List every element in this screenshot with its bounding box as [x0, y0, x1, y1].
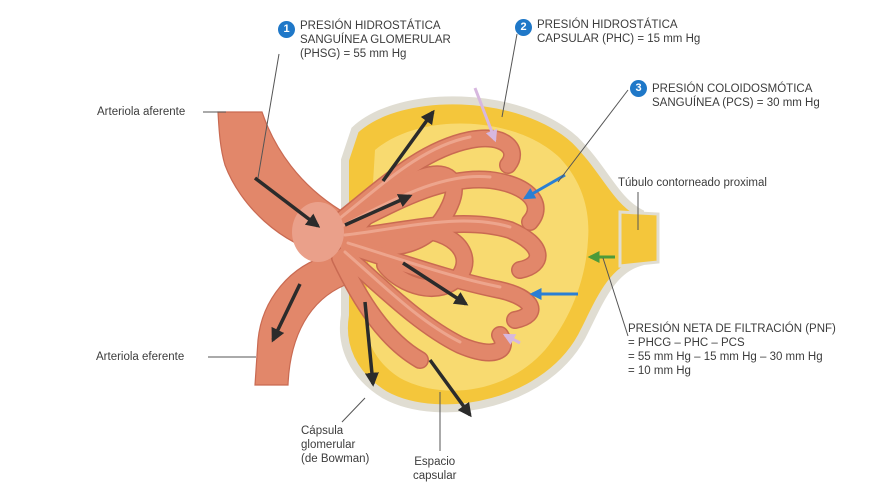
proximal-tubule-label: Túbulo contorneado proximal — [618, 176, 767, 190]
pcs-label: PRESIÓN COLOIDOSMÓTICA SANGUÍNEA (PCS) =… — [652, 82, 820, 110]
capsular-space-label: Espacio capsular — [413, 455, 456, 483]
bowman-capsule-label: Cápsula glomerular (de Bowman) — [301, 424, 369, 466]
efferent-arteriole-label: Arteriola eferente — [96, 350, 184, 364]
proximal-tubule — [620, 212, 658, 266]
pnf-label: PRESIÓN NETA DE FILTRACIÓN (PNF) = PHCG … — [628, 322, 836, 378]
badge-3-icon: 3 — [630, 80, 647, 97]
phsg-label: PRESIÓN HIDROSTÁTICA SANGUÍNEA GLOMERULA… — [300, 19, 451, 61]
badge-2-icon: 2 — [515, 19, 532, 36]
afferent-arteriole-label: Arteriola aferente — [97, 105, 185, 119]
efferent-arteriole — [255, 255, 345, 385]
badge-1-icon: 1 — [278, 21, 295, 38]
phc-label: PRESIÓN HIDROSTÁTICA CAPSULAR (PHC) = 15… — [537, 18, 700, 46]
